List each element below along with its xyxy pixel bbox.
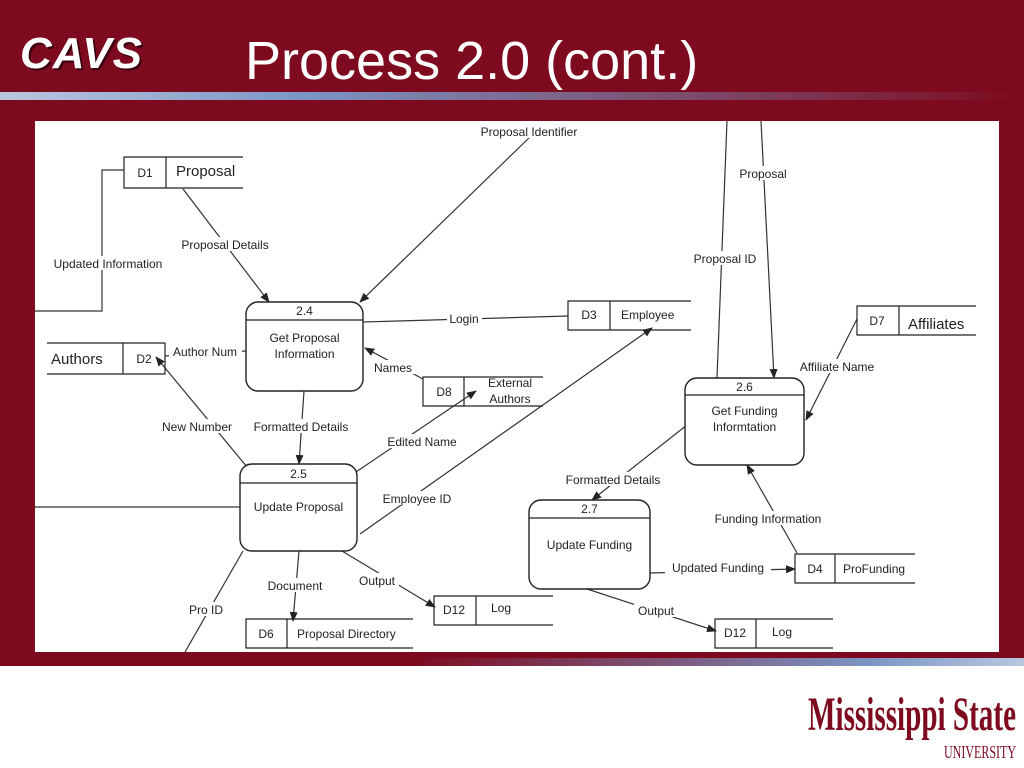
flow-label: Formatted Details (254, 420, 349, 434)
store-id: D12 (443, 603, 465, 617)
header-accent-bar (0, 92, 1024, 100)
store-name: Log (772, 625, 792, 639)
store-id: D6 (258, 627, 274, 641)
flow-label: Document (268, 579, 323, 593)
flow-label: Author Num (173, 345, 237, 359)
flow-label: Names (374, 361, 412, 375)
flow-label: Proposal Identifier (481, 125, 578, 139)
footer-accent-bar (0, 658, 1024, 666)
process-name: Information (274, 347, 334, 361)
data-flow-diagram: 2.4 Get Proposal Information 2.5 Update … (35, 121, 976, 652)
store-id: D7 (869, 314, 885, 328)
flow-label: Formatted Details (566, 473, 661, 487)
cavs-logo: CAVS (20, 29, 143, 78)
university-word: UNIVERSITY (944, 742, 1016, 762)
flow-label: Proposal ID (694, 252, 757, 266)
flow-label: Output (638, 604, 675, 618)
flow-label: Proposal (739, 167, 786, 181)
process-name: Update Proposal (254, 500, 343, 514)
diagram-canvas: 2.4 Get Proposal Information 2.5 Update … (35, 121, 999, 652)
store-id: D4 (807, 562, 823, 576)
store-name: Proposal Directory (297, 627, 396, 641)
flow-label: Proposal Details (181, 238, 268, 252)
flow-label: Updated Information (54, 257, 163, 271)
store-name: External (488, 376, 532, 390)
store-name: Affiliates (908, 316, 964, 333)
process-2-7: 2.7 Update Funding (528, 499, 651, 590)
process-name: Get Proposal (269, 331, 339, 345)
process-id: 2.7 (581, 502, 598, 516)
flow-label: Pro ID (189, 603, 223, 617)
store-id: D8 (436, 385, 452, 399)
flow-label: Employee ID (383, 492, 452, 506)
flow-label: Login (449, 312, 478, 326)
store-name: ProFunding (843, 562, 905, 576)
process-name: Update Funding (547, 538, 632, 552)
mississippi-state-logo: Mississippi State UNIVERSITY (808, 688, 1016, 762)
flow-label: Edited Name (387, 435, 457, 449)
store-name: Log (491, 601, 511, 615)
flow-label: Output (359, 574, 396, 588)
flow-label: Funding Information (715, 512, 822, 526)
store-name: Authors (51, 351, 103, 368)
store-id: D3 (581, 308, 597, 322)
data-stores (47, 156, 976, 649)
process-id: 2.6 (736, 380, 753, 394)
process-name: Informtation (713, 420, 776, 434)
flow-label: Updated Funding (672, 561, 764, 575)
store-id: D1 (137, 166, 153, 180)
slide-title: Process 2.0 (cont.) (245, 31, 699, 91)
flow-label: Affiliate Name (800, 360, 875, 374)
process-2-5: 2.5 Update Proposal (239, 463, 358, 552)
store-name: Employee (621, 308, 675, 322)
flow-label: New Number (162, 420, 232, 434)
process-name: Get Funding (711, 404, 777, 418)
store-id: D2 (136, 352, 152, 366)
process-id: 2.4 (296, 304, 313, 318)
store-name: Proposal (176, 163, 235, 180)
process-2-4: 2.4 Get Proposal Information (245, 301, 364, 392)
university-name: Mississippi State (808, 688, 1016, 741)
process-2-6: 2.6 Get Funding Informtation (684, 377, 805, 466)
store-name: Authors (489, 392, 530, 406)
flow-label-backgrounds (47, 124, 881, 617)
process-id: 2.5 (290, 467, 307, 481)
store-id: D12 (724, 626, 746, 640)
